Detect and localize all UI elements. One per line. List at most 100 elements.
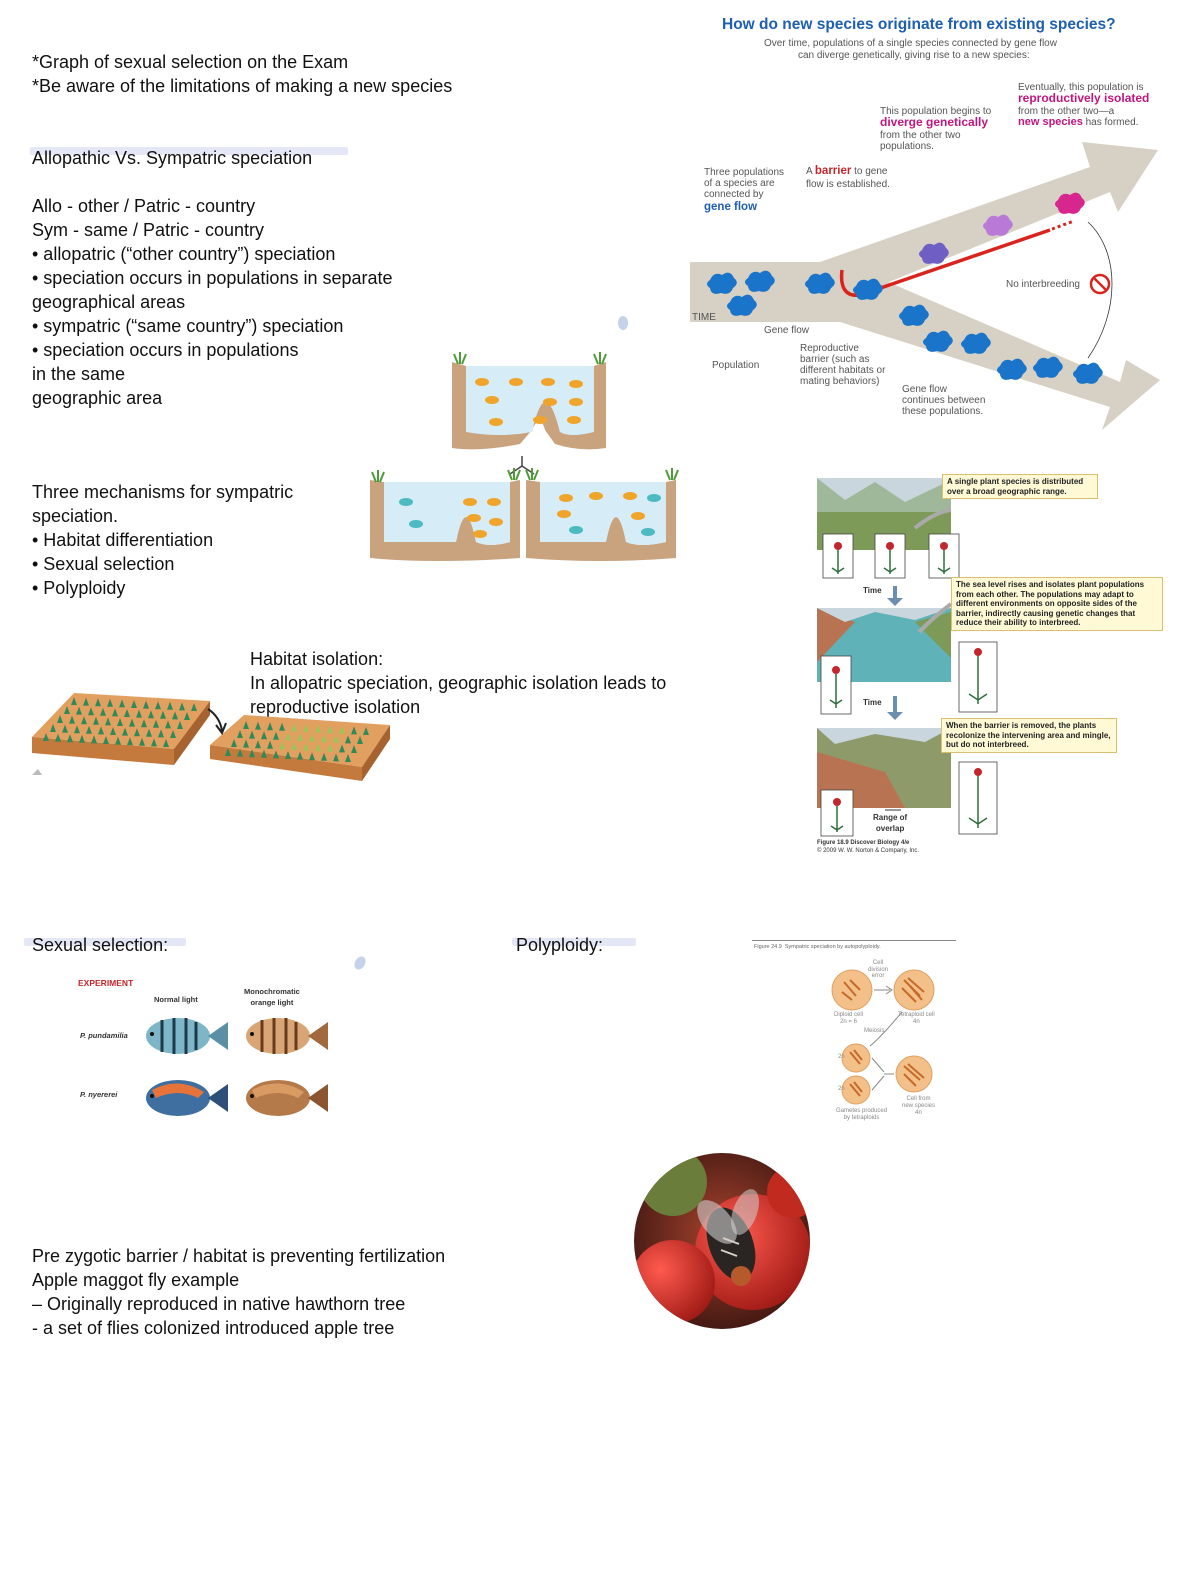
tree-icon — [148, 710, 154, 719]
polyploidy-figure: Figure 24.9 Sympatric speciation by auto… — [752, 940, 962, 1130]
tree-icon — [139, 737, 145, 746]
cell-division-error-label: Cell division error — [868, 960, 889, 979]
new-species-cell-label: Cell from new species 4n — [902, 1096, 936, 1116]
tree-icon — [107, 698, 113, 707]
tree-icon — [327, 725, 333, 734]
tree-icon — [303, 724, 309, 732]
definition-line: Sym - same / Patric - country — [32, 220, 265, 240]
tree-icon — [122, 727, 128, 736]
definition-line: • speciation occurs in populations in se… — [32, 268, 393, 288]
plant-callout-1: A single plant species is distributed ov… — [942, 474, 1098, 499]
label-diverge-genetically: diverge genetically — [880, 115, 989, 129]
fish-icon — [246, 1080, 328, 1116]
forest-habitat-figure — [32, 693, 390, 781]
tree-icon — [57, 715, 63, 723]
definition-line: • sympatric (“same country”) speciation — [32, 316, 344, 336]
highlight-mark — [24, 938, 186, 946]
tree-icon — [76, 706, 82, 715]
pond-sediment — [526, 480, 676, 561]
tree-icon — [339, 744, 345, 753]
time-label: Time — [863, 698, 882, 707]
tree-icon — [297, 733, 303, 741]
tree-icon — [177, 721, 183, 729]
tree-icon — [153, 719, 159, 728]
tree-icon — [86, 725, 92, 734]
fish-icon — [146, 1018, 228, 1054]
label-three-populations: of a species are — [704, 178, 775, 189]
mechanisms-line: Three mechanisms for sympatric — [32, 482, 294, 502]
highlight-mark — [512, 938, 636, 946]
label-eventually: from the other two—a — [1018, 106, 1115, 117]
definition-line: in the same — [32, 364, 126, 384]
tree-icon — [225, 748, 231, 756]
tree-icon — [134, 728, 140, 737]
tree-icon — [267, 722, 273, 731]
apple-maggot-fly-photo — [634, 1153, 810, 1329]
tree-icon — [79, 734, 85, 743]
diploid-label: Diploid cell 2n = 6 — [834, 1012, 864, 1025]
tree-icon — [303, 742, 309, 751]
tree-icon — [273, 750, 279, 759]
tree-icon — [172, 711, 178, 720]
tree-icon — [112, 708, 118, 717]
lower-arrow — [690, 262, 1160, 430]
tree-icon — [255, 721, 261, 730]
tree-icon — [105, 717, 111, 726]
definition-line: • allopatric (“other country”) speciatio… — [32, 244, 336, 264]
fish-group — [399, 498, 503, 538]
two-n-label: 2n — [838, 1086, 845, 1092]
label-reproductive-barrier: Reproductive barrier (such as different … — [800, 343, 886, 387]
tree-icon — [267, 740, 273, 749]
tree-icon — [95, 698, 101, 707]
fish-experiment-figure: EXPERIMENT Normal light Monochromatic or… — [78, 976, 338, 1136]
tree-group — [43, 697, 197, 747]
plant-distribution-figure: A single plant species is distributed ov… — [815, 472, 1163, 864]
tree-icon — [279, 722, 285, 731]
tree-icon — [345, 754, 351, 762]
habitat-isolation-text: reproductive isolation — [250, 697, 421, 717]
highlight-mark — [30, 147, 348, 155]
diverging-population — [919, 242, 949, 264]
tree-icon — [88, 707, 94, 716]
tree-icon — [50, 724, 56, 732]
grass-tufts — [453, 352, 607, 365]
tree-icon — [71, 697, 77, 705]
tree-icon — [273, 731, 279, 740]
mechanisms-line: • Habitat differentiation — [32, 530, 214, 550]
tree-icon — [43, 733, 49, 741]
tree-icon — [297, 751, 303, 760]
tree-icon — [357, 736, 363, 744]
tree-icon — [163, 739, 169, 747]
tree-icon — [64, 706, 70, 714]
label-three-populations: connected by — [704, 189, 764, 200]
label-eventually: Eventually, this population is — [1018, 82, 1144, 93]
tree-icon — [160, 710, 166, 719]
tree-icon — [136, 709, 142, 718]
plant-callout-3: When the barrier is removed, the plants … — [941, 718, 1117, 753]
prezygotic-line: - a set of flies colonized introduced ap… — [32, 1318, 395, 1338]
tree-icon — [83, 697, 89, 706]
two-n-label: 2n — [838, 1054, 845, 1060]
pond-sediment — [452, 362, 606, 450]
definition-line: Allo - other / Patric - country — [32, 196, 256, 216]
tree-icon — [291, 723, 297, 732]
exam-note-2: *Be aware of the limitations of making a… — [32, 76, 453, 96]
tree-icon — [249, 730, 255, 739]
tree-icon — [255, 740, 261, 749]
polyploidy-heading: Polyploidy: — [516, 935, 604, 955]
tree-icon — [345, 735, 351, 744]
gametes-label: Gametes produced by tetraploids — [836, 1108, 888, 1121]
tree-icon — [129, 718, 135, 727]
tree-icon — [351, 726, 357, 735]
tree-icon — [315, 724, 321, 733]
tree-icon — [81, 716, 87, 725]
mechanisms-line: • Sexual selection — [32, 554, 175, 574]
label-diverge: populations. — [880, 141, 934, 152]
normal-light-label: Normal light — [154, 995, 198, 1004]
prezygotic-line: – Originally reproduced in native hawtho… — [32, 1294, 406, 1314]
tree-icon — [285, 751, 291, 759]
pond-sediment — [370, 480, 520, 561]
exam-note-1: *Graph of sexual selection on the Exam — [32, 52, 349, 72]
speciation-arrow-diagram — [690, 142, 1160, 430]
tree-icon — [141, 719, 147, 728]
